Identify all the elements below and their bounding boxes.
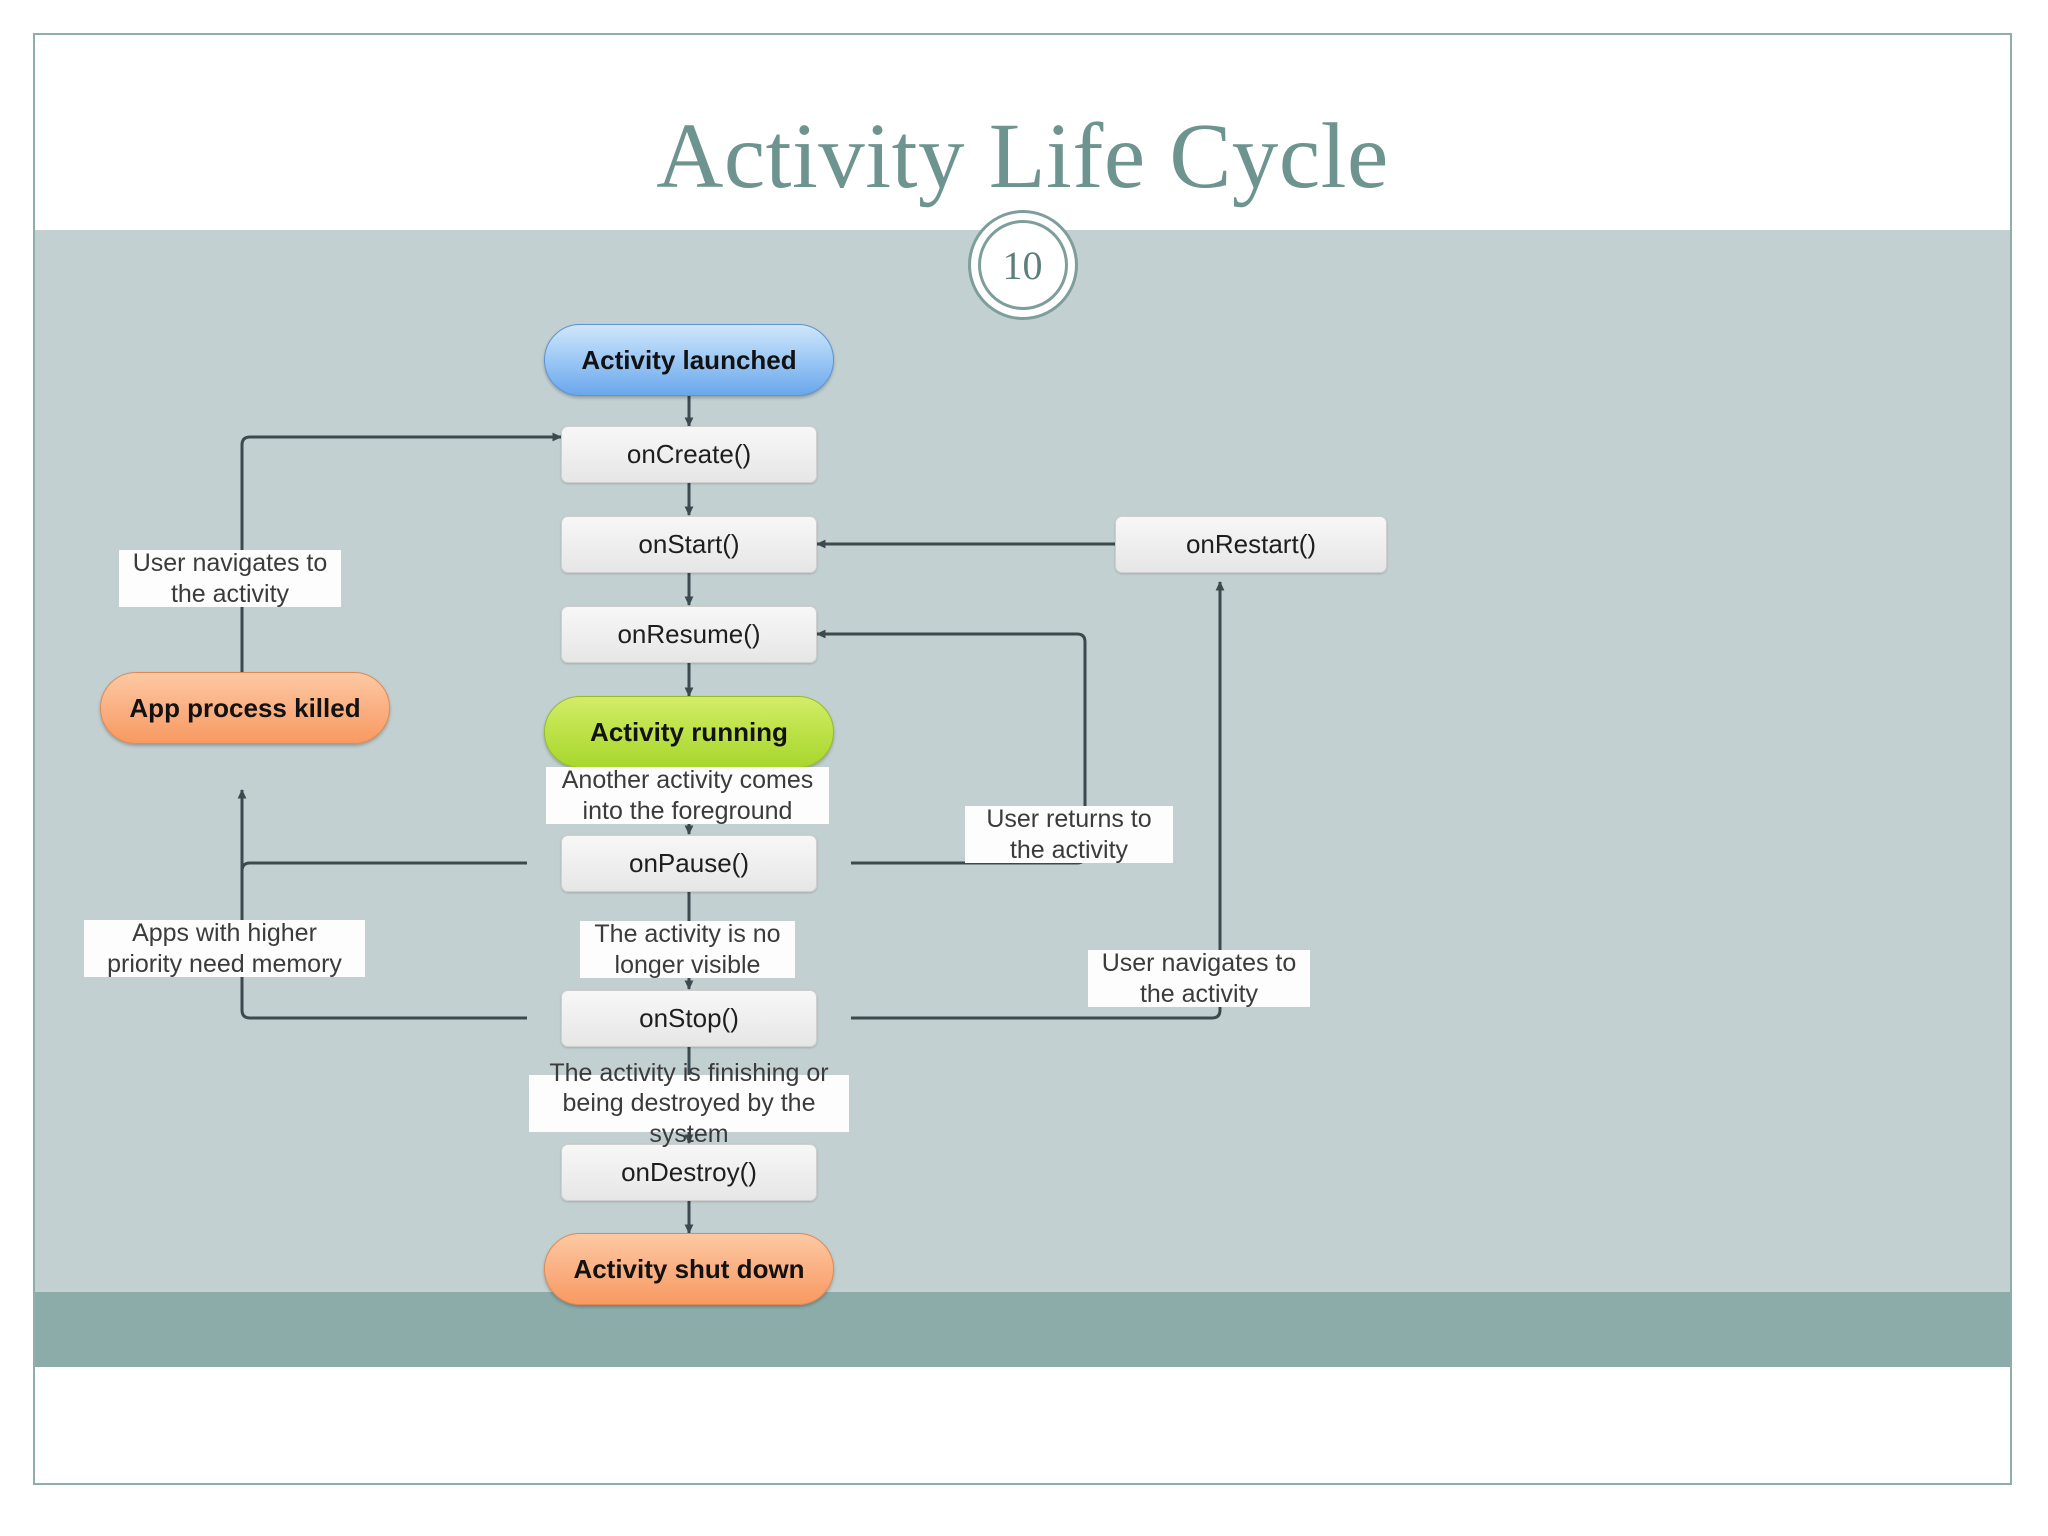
node-on-resume[interactable]: onResume() [561,606,817,663]
page-number: 10 [1002,242,1043,288]
label-user-returns: User returns to the activity [965,805,1173,864]
node-activity-launched[interactable]: Activity launched [544,324,834,396]
node-on-start[interactable]: onStart() [561,516,817,573]
label-another-activity-foreground: Another activity comes into the foregrou… [546,766,829,825]
label-apps-higher-priority: Apps with higher priority need memory [84,919,365,978]
footer-bar [35,1292,2010,1367]
diagram-connectors [237,395,1225,1234]
slide-content-area: Activity launched onCreate() onStart() o… [35,230,2010,1367]
node-activity-running[interactable]: Activity running [544,696,834,768]
node-on-stop[interactable]: onStop() [561,990,817,1047]
node-on-destroy[interactable]: onDestroy() [561,1144,817,1201]
activity-lifecycle-diagram: Activity launched onCreate() onStart() o… [35,230,2010,1305]
label-activity-not-visible: The activity is no longer visible [580,920,795,979]
page-number-badge: 10 [967,210,1078,320]
slide: Activity Life Cycle 10 [33,33,2012,1485]
node-on-create[interactable]: onCreate() [561,426,817,483]
label-user-navigates-left: User navigates to the activity [119,549,341,608]
node-activity-shut-down[interactable]: Activity shut down [544,1233,834,1305]
page-title: Activity Life Cycle [656,105,1389,208]
label-user-navigates-right: User navigates to the activity [1088,949,1310,1008]
label-activity-finishing: The activity is finishing or being destr… [529,1059,849,1148]
node-on-pause[interactable]: onPause() [561,835,817,892]
node-on-restart[interactable]: onRestart() [1115,516,1387,573]
node-app-process-killed[interactable]: App process killed [100,672,390,744]
